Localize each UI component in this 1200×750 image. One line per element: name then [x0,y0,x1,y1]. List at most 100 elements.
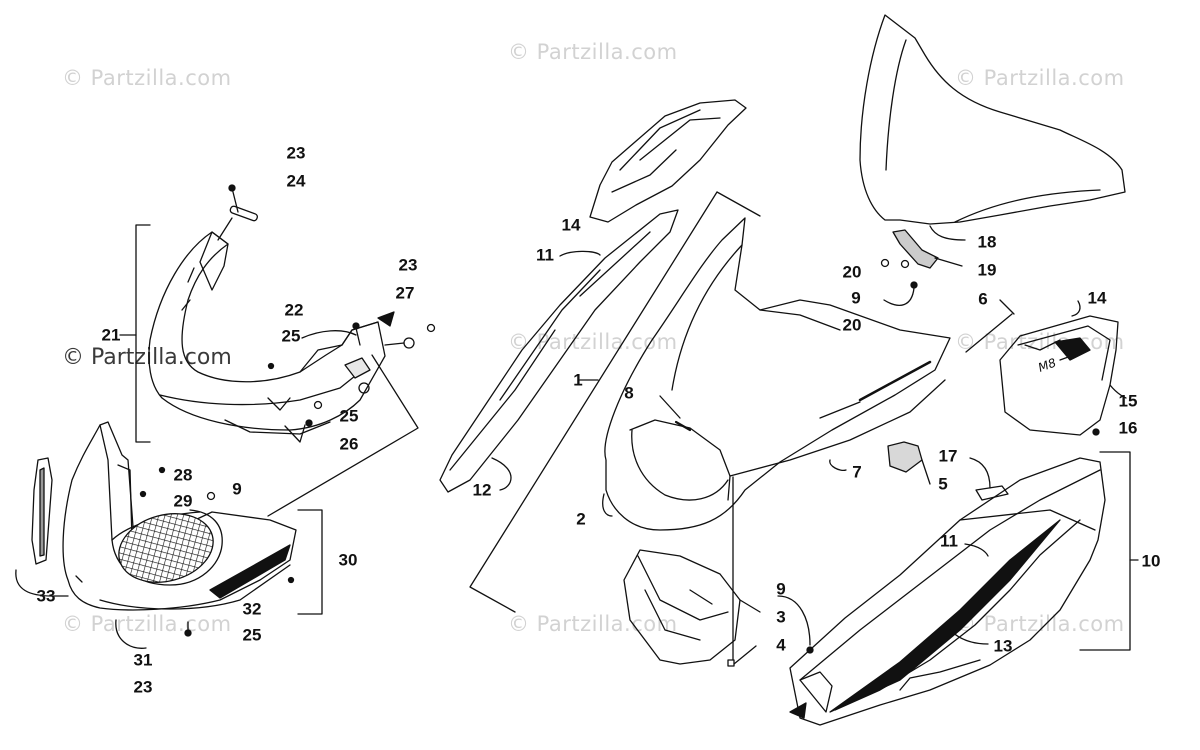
clip [975,485,1009,501]
leader-line [231,187,239,213]
callout-11: 11 [536,245,554,265]
washer [403,337,415,349]
bracket-line [716,191,761,217]
callout-3: 3 [776,607,786,627]
leader-line [559,250,601,257]
screw [267,362,275,370]
leader-line [777,595,811,646]
callout-23: 23 [133,677,153,697]
windshield-mount [892,229,939,269]
callout-16: 16 [1118,418,1138,438]
clip [727,659,735,667]
callout-18: 18 [977,232,997,252]
callout-15: 15 [1118,391,1138,411]
callout-9: 9 [232,479,242,499]
callout-27: 27 [395,283,415,303]
nut [880,258,890,268]
callout-33: 33 [36,586,56,606]
callout-21: 21 [101,325,121,345]
bracket-clip [887,441,923,473]
watermark: © Partzilla.com [62,345,232,370]
callout-23: 23 [286,143,306,163]
leader-line [733,645,757,665]
screw [305,419,313,427]
callout-8: 8 [624,383,634,403]
callout-25: 25 [281,326,301,346]
leader-line [921,459,931,485]
leader-line [355,327,361,346]
lower-side-panel [789,457,1106,726]
callout-19: 19 [977,260,997,280]
headlight-housing [623,549,741,665]
leader-line [829,459,847,472]
upper-nose-cowl [148,231,386,443]
leader-line [217,217,233,241]
callout-23: 23 [398,255,418,275]
bracket-line [469,191,718,613]
decal-text: M8 [1036,355,1058,374]
leader-line [1071,300,1081,317]
watermark: © Partzilla.com [955,66,1125,90]
screw [287,576,295,584]
leader-line [934,257,963,267]
callout-2: 2 [576,509,586,529]
callout-30: 30 [338,550,358,570]
hood [604,217,951,531]
callout-17: 17 [938,446,958,466]
leader-line [491,457,512,491]
rod [965,313,1013,353]
nut [910,281,918,289]
callout-20: 20 [842,315,862,335]
arrow-marker [789,702,807,719]
callout-9: 9 [851,288,861,308]
clip [229,205,258,222]
callout-5: 5 [938,474,948,494]
bracket-line [135,224,151,443]
leader-line [115,619,147,649]
leader-line [267,354,419,517]
callout-6: 6 [978,289,988,309]
callout-28: 28 [173,465,193,485]
callout-14: 14 [1087,288,1107,308]
callout-22: 22 [284,300,304,320]
callout-29: 29 [173,491,193,511]
side-panel-right [999,315,1119,436]
watermark: © Partzilla.com [62,612,232,636]
washer [358,382,370,394]
callout-31: 31 [133,650,153,670]
leader-line [659,395,681,419]
callout-10: 10 [1141,551,1161,571]
leader-line [949,629,989,645]
bracket-line [297,509,323,615]
callout-11: 11 [940,531,958,551]
nut [313,400,323,410]
callout-25: 25 [339,406,359,426]
nut [426,323,436,333]
nut [206,491,216,501]
leader-line [883,287,915,306]
callout-12: 12 [472,480,492,500]
watermark: © Partzilla.com [62,66,232,90]
leader-line [969,457,991,489]
leader-line [929,225,966,241]
callout-20: 20 [842,262,862,282]
callout-1: 1 [573,370,583,390]
screw [806,646,814,654]
windshield [859,14,1126,225]
screw [184,629,192,637]
screw [139,490,147,498]
grille-strip [39,467,45,557]
leader-line [999,299,1015,315]
leader-line [739,599,761,613]
callout-25: 25 [242,625,262,645]
leader-line [15,569,69,597]
callout-14: 14 [561,215,581,235]
callout-9: 9 [776,579,786,599]
leader-line [964,543,989,557]
callout-4: 4 [776,635,786,655]
callout-13: 13 [993,636,1013,656]
grille-strip [31,457,53,565]
leader-line [384,342,405,346]
lower-nose-cowl [62,421,297,611]
